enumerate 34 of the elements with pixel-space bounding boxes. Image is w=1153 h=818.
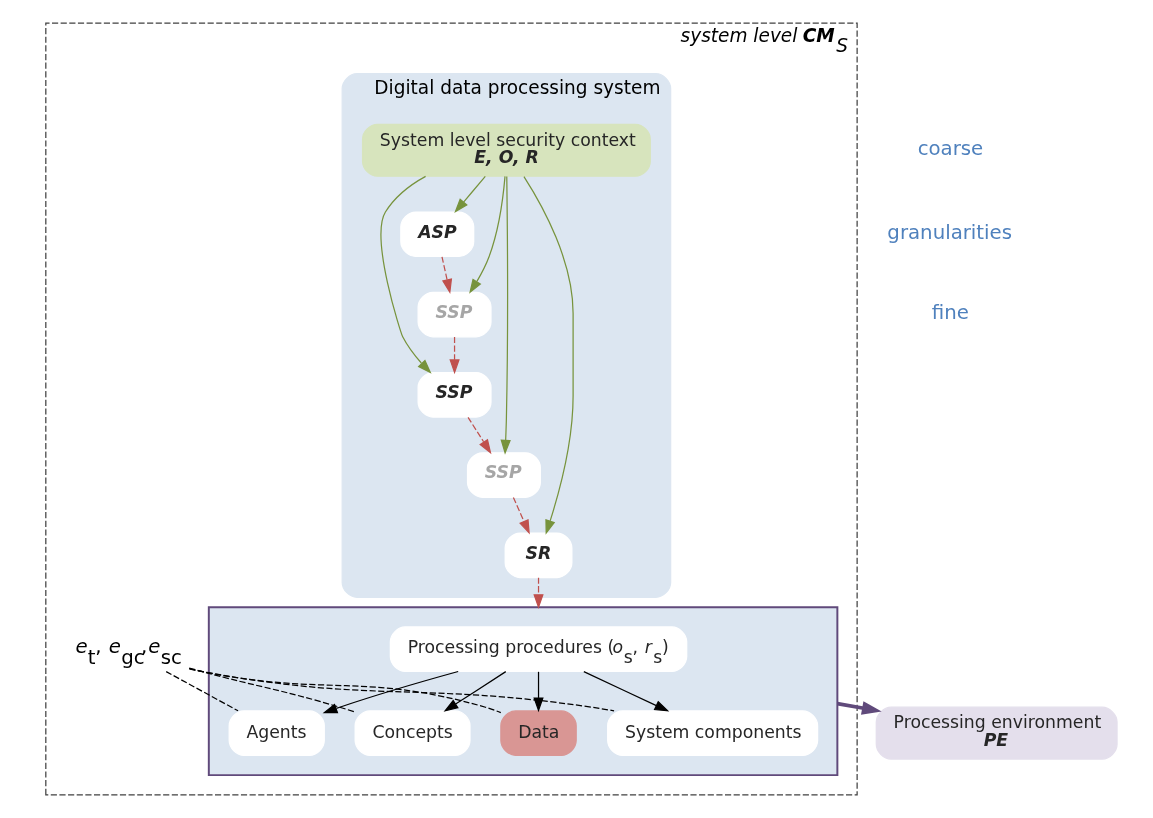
node-box: SSP [417,371,492,418]
arrow [500,175,511,455]
node-box: SSP [466,452,541,498]
node-box: Data [500,710,577,756]
node-box: System level security context E, O, R [361,123,651,177]
arrow [837,701,882,715]
label: coarse [917,136,984,160]
arrow [454,175,486,213]
connector [188,667,356,713]
arrow [583,671,670,712]
arrow [380,175,432,374]
arrow [533,671,544,713]
label: fine [931,301,969,325]
node-box: System components [607,710,819,756]
arrow [533,577,544,610]
label: granularities [887,220,1013,244]
connector [165,671,239,712]
arrow [467,416,492,455]
node-box: SSP [417,291,492,338]
node-box: ASP [400,211,475,258]
node-box: Processing environment PE [875,706,1118,760]
arrow [443,671,507,712]
node-box: SR [504,532,573,579]
cluster [207,606,839,777]
node-box: Agents [228,710,325,756]
node-box: Concepts [354,710,471,756]
arrow [523,175,574,535]
arrow [469,175,506,294]
arrow [441,256,453,294]
connector [188,668,615,712]
arrow [449,336,460,375]
arrow [322,670,459,714]
arrow [512,496,530,535]
connector [188,668,502,714]
